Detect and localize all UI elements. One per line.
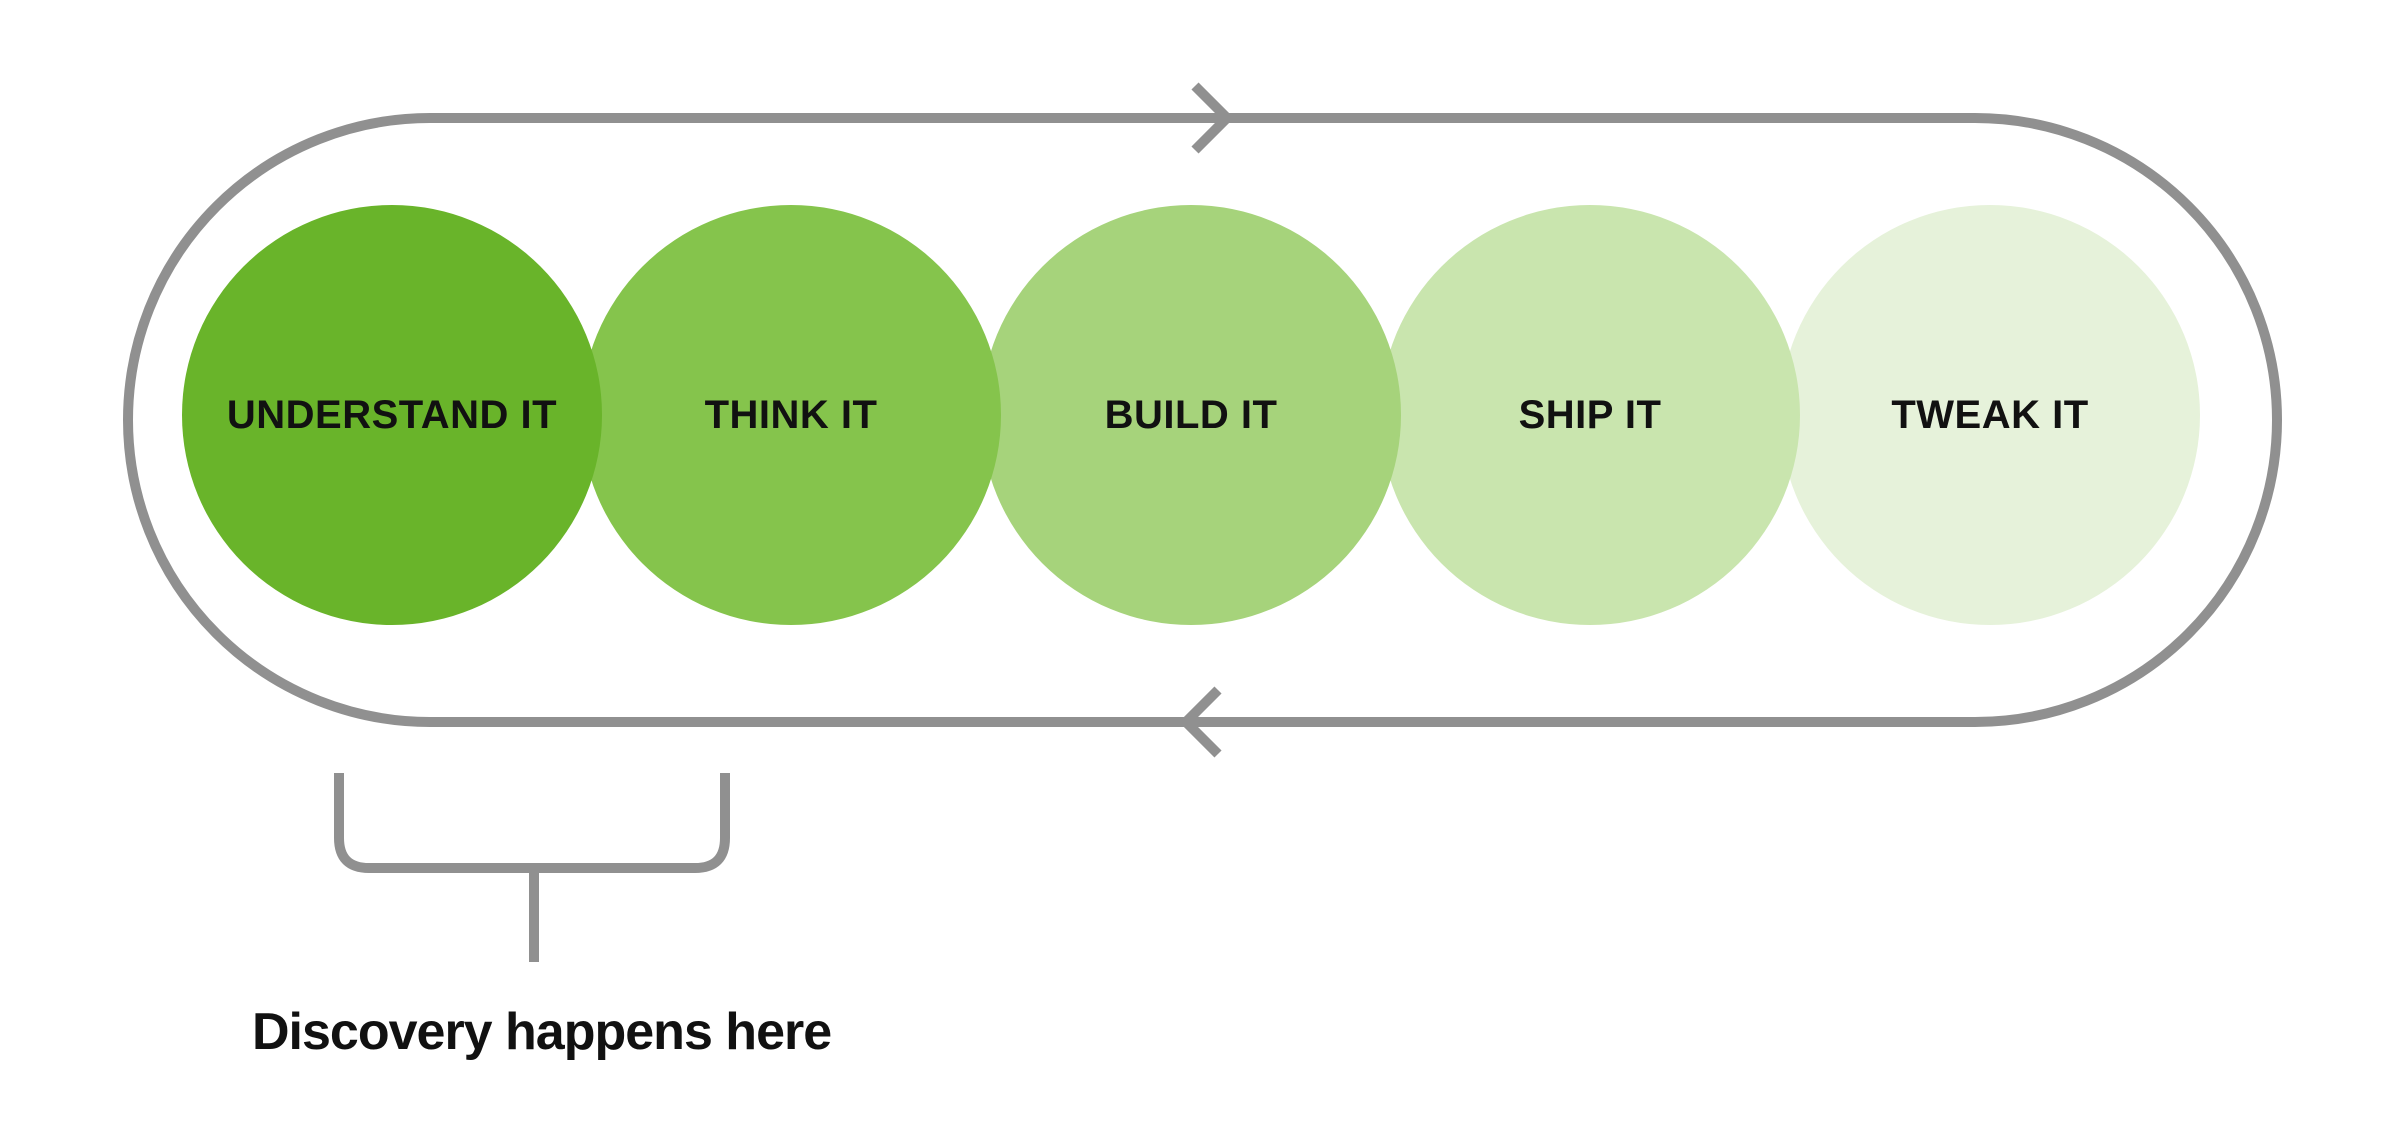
- stage-label: TWEAK IT: [1891, 392, 2089, 437]
- cycle-loop-group: [123, 82, 2282, 758]
- stage-circle-understand-it: UNDERSTAND IT: [182, 205, 602, 625]
- stage-label: UNDERSTAND IT: [226, 392, 558, 437]
- arrow-right-icon: [1191, 82, 1235, 154]
- stage-label: BUILD IT: [1104, 392, 1278, 437]
- stage-circle-ship-it: SHIP IT: [1380, 205, 1800, 625]
- stage-circle-think-it: THINK IT: [581, 205, 1001, 625]
- arrow-left-icon: [1178, 686, 1222, 758]
- stage-label: SHIP IT: [1518, 392, 1662, 437]
- stage-label: THINK IT: [704, 392, 878, 437]
- bracket-icon: [334, 773, 730, 873]
- discovery-bracket-group: [334, 773, 730, 962]
- cycle-loop-outline: [123, 113, 2282, 727]
- annotation-label: Discovery happens here: [252, 1003, 832, 1061]
- stage-circle-tweak-it: TWEAK IT: [1780, 205, 2200, 625]
- stage-circle-build-it: BUILD IT: [981, 205, 1401, 625]
